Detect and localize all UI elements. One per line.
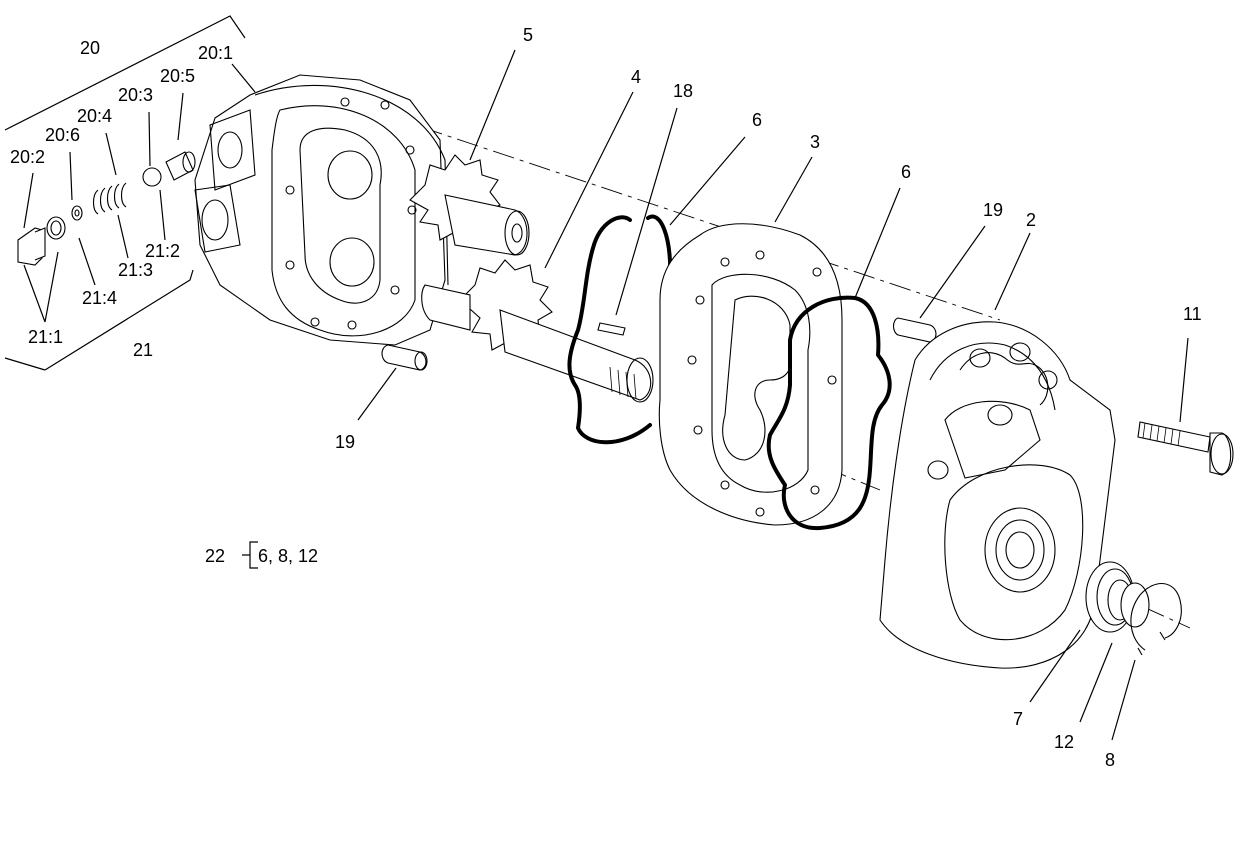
- label-11: 11: [1183, 304, 1202, 324]
- label-20-6: 20:6: [45, 125, 80, 145]
- seal-ring-part-6-right: [766, 295, 892, 531]
- label-8: 8: [1105, 750, 1115, 770]
- label-20-1: 20:1: [198, 43, 233, 63]
- label-21-3: 21:3: [118, 260, 153, 280]
- label-19-right: 19: [983, 200, 1003, 220]
- front-cover-part-2: [879, 321, 1116, 669]
- label-19-left: 19: [335, 432, 355, 452]
- label-3: 3: [810, 132, 820, 152]
- label-21-4: 21:4: [82, 288, 117, 308]
- pump-body-part-3: [658, 223, 843, 526]
- relief-valve-parts: [17, 151, 196, 266]
- part-labels: 20 20:1 20:5 20:3 20:4 20:6 20:2 21:2 21…: [10, 25, 1202, 770]
- label-4: 4: [631, 67, 641, 87]
- gear-upper-part-5: [409, 154, 530, 256]
- dowel-pin-part-19-left: [381, 344, 428, 371]
- label-18: 18: [673, 81, 693, 101]
- kit-contents: 6, 8, 12: [258, 546, 318, 566]
- label-21-2: 21:2: [145, 241, 180, 261]
- label-6-right: 6: [901, 162, 911, 182]
- circlip-part-8: [1130, 583, 1182, 656]
- label-20: 20: [80, 38, 100, 58]
- label-20-3: 20:3: [118, 85, 153, 105]
- seal-ring-part-6-left: [567, 214, 673, 445]
- label-2: 2: [1026, 210, 1036, 230]
- label-20-5: 20:5: [160, 66, 195, 86]
- gear-lower-part-4: [421, 259, 654, 403]
- leader-lines: [4, 15, 1189, 741]
- dowel-pin-part-19-right: [892, 317, 937, 343]
- label-12: 12: [1054, 732, 1074, 752]
- kit-number: 22: [205, 546, 225, 566]
- label-20-4: 20:4: [77, 106, 112, 126]
- kit-bracket: [242, 541, 258, 569]
- label-21: 21: [133, 340, 153, 360]
- washer-part-12: [1120, 582, 1150, 628]
- label-5: 5: [523, 25, 533, 45]
- label-6-left: 6: [752, 110, 762, 130]
- label-20-2: 20:2: [10, 147, 45, 167]
- label-21-1: 21:1: [28, 327, 63, 347]
- label-7: 7: [1013, 709, 1023, 729]
- bolt-part-11: [1137, 421, 1234, 476]
- rear-housing: [194, 74, 449, 346]
